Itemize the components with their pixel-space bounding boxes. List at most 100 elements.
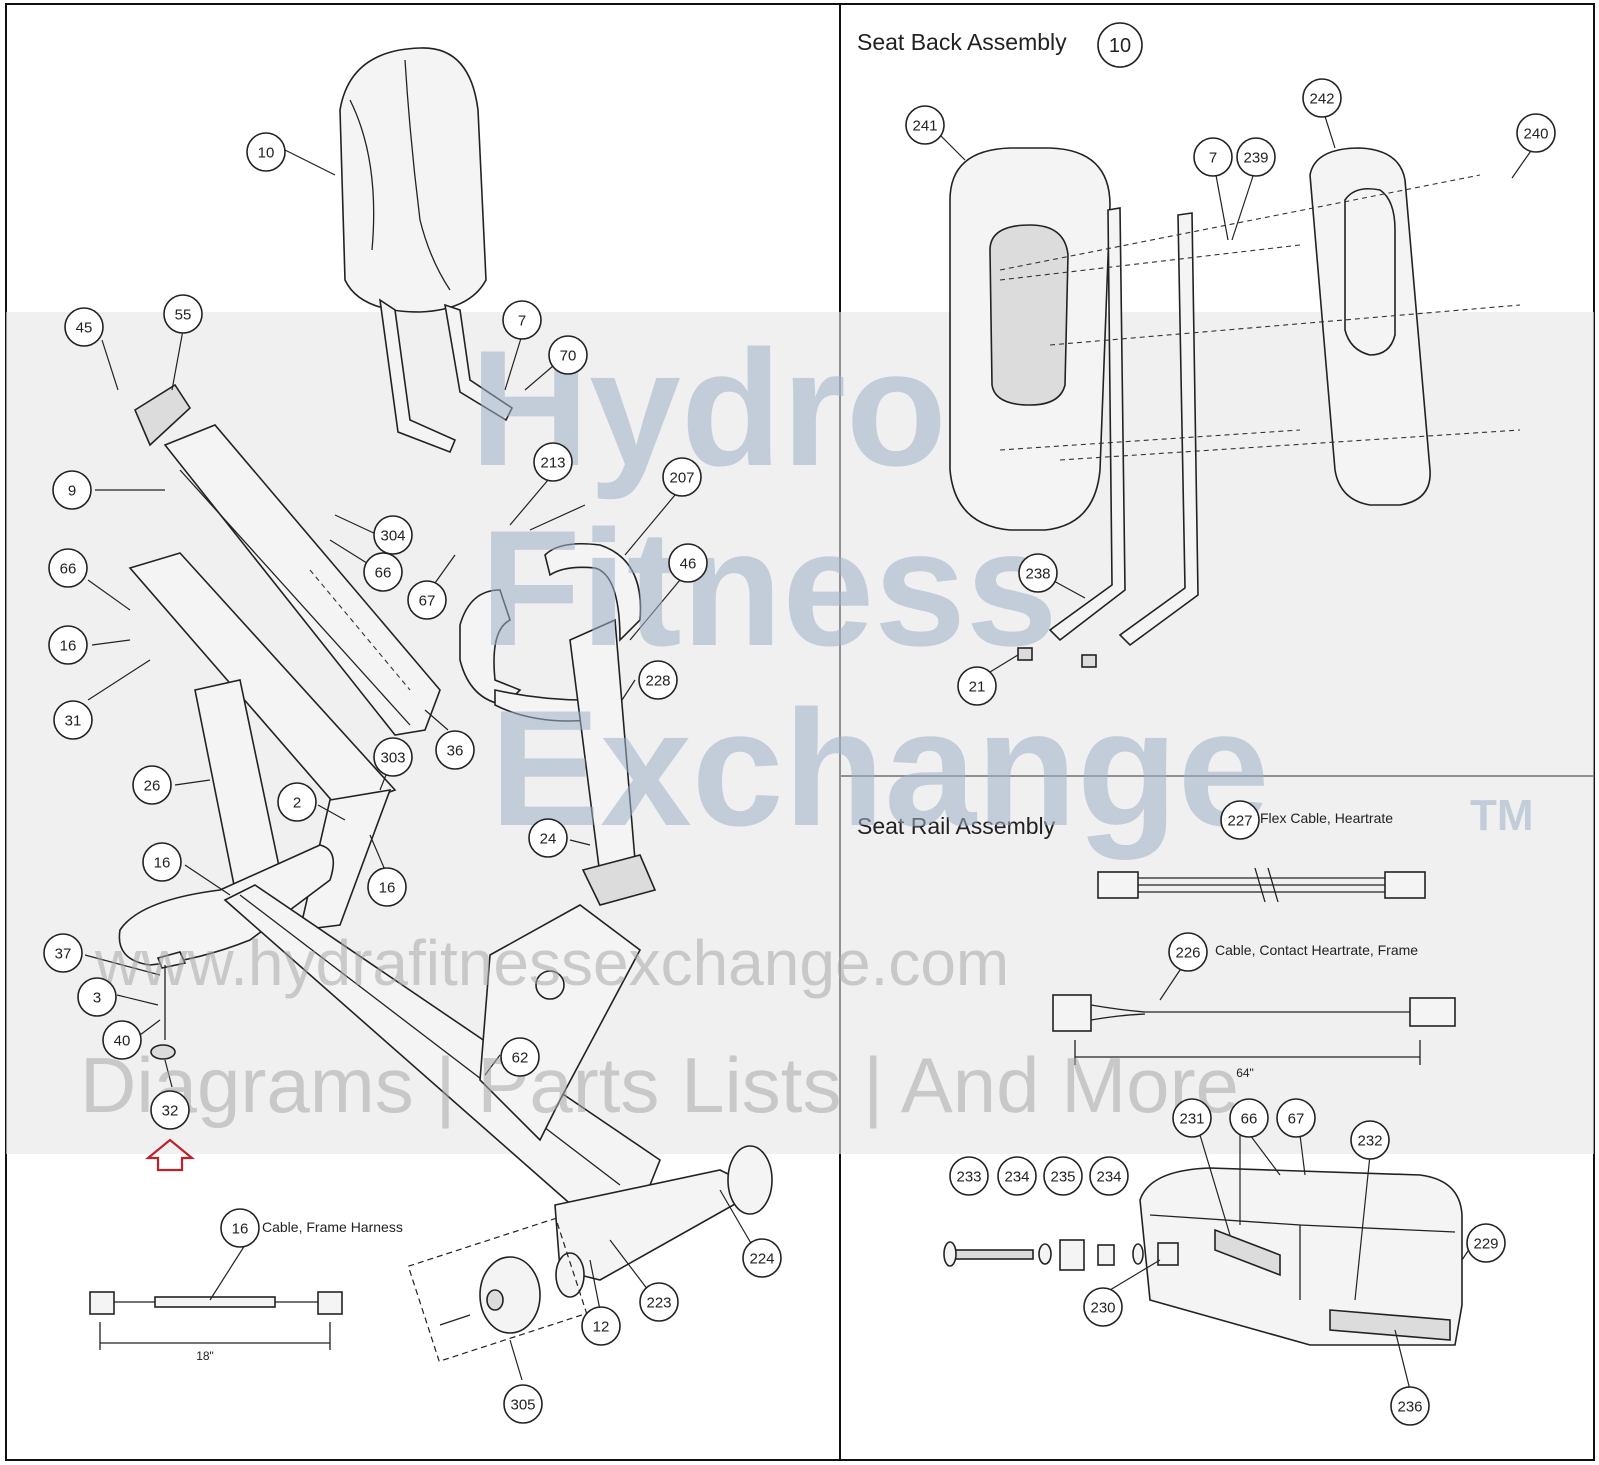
wheel-hub bbox=[486, 1289, 504, 1311]
flex-cable-end-left bbox=[1097, 871, 1139, 899]
watermark-url: www.hydrafitnessexchange.com bbox=[94, 927, 1009, 999]
callout-label: 238 bbox=[1025, 566, 1050, 583]
callout-seat-back-1: 242 bbox=[1302, 78, 1342, 118]
callout-label: 223 bbox=[646, 1295, 671, 1312]
callout-seat-rail-5: 232 bbox=[1350, 1120, 1390, 1160]
callout-label: 231 bbox=[1179, 1111, 1204, 1128]
callout-seat-rail-10: 229 bbox=[1466, 1223, 1506, 1263]
wheel-bolt bbox=[439, 1314, 471, 1326]
callout-seat-back-6: 21 bbox=[957, 666, 997, 706]
rail-extrusion bbox=[1139, 1167, 1463, 1346]
callout-seat-back-2: 7 bbox=[1193, 137, 1233, 177]
callout-main-6: 213 bbox=[533, 442, 573, 482]
watermark-tm: TM bbox=[1470, 791, 1534, 840]
callout-label: 9 bbox=[68, 483, 76, 500]
callout-main-15: 36 bbox=[435, 730, 475, 770]
callout-main-3: 7 bbox=[502, 300, 542, 340]
callout-label: 16 bbox=[232, 1221, 249, 1238]
wheel-assembly-box bbox=[407, 1217, 588, 1363]
leader-305 bbox=[209, 1244, 246, 1301]
callout-label: 67 bbox=[419, 593, 436, 610]
seat-back-number-callout: 10 bbox=[1097, 22, 1143, 68]
watermark-line-3: Exchange bbox=[490, 676, 1269, 860]
washer-2 bbox=[1132, 1243, 1144, 1265]
leader-7-sb bbox=[1214, 169, 1229, 241]
callout-label: 303 bbox=[380, 750, 405, 767]
seat-rail-title: Seat Rail Assembly bbox=[857, 813, 1056, 839]
callout-label: 304 bbox=[380, 528, 405, 545]
callout-main-23: 37 bbox=[43, 933, 83, 973]
highlight-arrow bbox=[144, 1138, 196, 1172]
callout-label: 242 bbox=[1309, 91, 1334, 108]
bushing bbox=[1097, 1244, 1115, 1266]
leader-228 bbox=[424, 709, 449, 731]
callout-label: 10 bbox=[258, 145, 275, 162]
seat-rail bbox=[163, 424, 441, 736]
callout-main-19: 2 bbox=[277, 782, 317, 822]
callout-seat-rail-4: 67 bbox=[1276, 1098, 1316, 1138]
seat-rail-drawing bbox=[943, 867, 1473, 1391]
wheel-axle-end bbox=[555, 1252, 585, 1298]
callout-main-21: 16 bbox=[367, 867, 407, 907]
front-stabilizer bbox=[118, 844, 335, 966]
pull-pin bbox=[947, 1249, 1034, 1260]
callout-label: 66 bbox=[1241, 1111, 1258, 1128]
rail-spring bbox=[1214, 1228, 1281, 1277]
handlebar-right-grip bbox=[544, 542, 642, 642]
watermark-tagline: Diagrams | Parts Lists | And More bbox=[80, 1041, 1239, 1129]
leader-224 bbox=[609, 1239, 649, 1291]
callout-seat-rail-8: 235 bbox=[1043, 1156, 1083, 1196]
wheel bbox=[479, 1256, 541, 1334]
seat-rail-holes bbox=[309, 569, 411, 691]
callout-main-0: 10 bbox=[246, 132, 286, 172]
callout-seat-rail-11: 230 bbox=[1083, 1287, 1123, 1327]
seat-back-frame-left bbox=[1048, 207, 1126, 642]
callout-main-10: 67 bbox=[407, 580, 447, 620]
callout-label: 16 bbox=[60, 638, 77, 655]
harness-dim-line bbox=[99, 1322, 331, 1350]
leader-46 bbox=[87, 659, 151, 701]
flex-cable-break bbox=[1254, 867, 1279, 903]
handlebar-post-base bbox=[581, 854, 657, 906]
callout-label: 66 bbox=[375, 565, 392, 582]
callout-label: 236 bbox=[1397, 1399, 1422, 1416]
caption-226: Cable, Contact Heartrate, Frame bbox=[1215, 942, 1418, 958]
rail-mount-plate bbox=[128, 552, 397, 811]
leveler-foot bbox=[150, 1044, 176, 1060]
callout-main-30: 12 bbox=[581, 1306, 621, 1346]
dimension-18: 18" bbox=[196, 1349, 214, 1363]
seat-back-seam bbox=[404, 59, 451, 291]
main-frame-drawing bbox=[84, 47, 773, 1381]
callout-main-2: 55 bbox=[163, 294, 203, 334]
callout-main-7: 207 bbox=[662, 457, 702, 497]
callout-main-8: 304 bbox=[373, 515, 413, 555]
callout-main-12: 16 bbox=[48, 625, 88, 665]
seat-back-leg-left bbox=[378, 298, 457, 454]
callout-label: 240 bbox=[1523, 126, 1548, 143]
seat-back-cushion bbox=[339, 47, 487, 313]
callout-main-18: 26 bbox=[132, 765, 172, 805]
callout-label: 70 bbox=[560, 348, 577, 365]
callout-label: 228 bbox=[645, 673, 670, 690]
rear-stabilizer bbox=[554, 1169, 762, 1281]
callout-label: 16 bbox=[379, 880, 396, 897]
callout-main-28: 16 bbox=[220, 1208, 260, 1248]
contact-cable-dim-line bbox=[1074, 1040, 1421, 1065]
contact-cable-plug-right bbox=[1409, 997, 1456, 1027]
callout-seat-rail-2: 231 bbox=[1172, 1098, 1212, 1138]
callout-label: 32 bbox=[162, 1103, 179, 1120]
callout-main-22: 24 bbox=[528, 818, 568, 858]
end-cap-right bbox=[1081, 654, 1097, 668]
leader-223 bbox=[589, 1259, 601, 1311]
callout-seat-rail-12: 236 bbox=[1390, 1386, 1430, 1426]
leader-16c bbox=[184, 864, 231, 896]
callout-seat-back-4: 240 bbox=[1516, 113, 1556, 153]
callout-label: 7 bbox=[518, 313, 526, 330]
seat-back-shell-cutout bbox=[989, 224, 1069, 406]
callout-main-25: 40 bbox=[102, 1020, 142, 1060]
leader-10 bbox=[284, 149, 336, 176]
leader-231 bbox=[1199, 1134, 1231, 1236]
callout-label: 55 bbox=[175, 307, 192, 324]
